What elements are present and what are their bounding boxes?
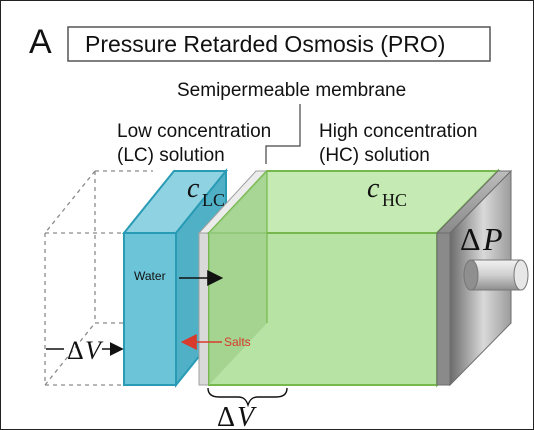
low-concentration-label-line1: Low concentration (117, 121, 271, 142)
high-concentration-label-line2: (HC) solution (319, 145, 430, 166)
delta-p-delta: Δ (460, 221, 481, 257)
water-label: Water (134, 269, 166, 283)
c-lc-label: c LC (187, 173, 225, 210)
c-lc-main: c (187, 173, 200, 204)
c-hc-label: c HC (367, 173, 407, 210)
left-delta-v-delta: Δ (67, 336, 84, 365)
bottom-delta-v: Δ V (217, 402, 257, 430)
membrane-label: Semipermeable membrane (177, 80, 406, 101)
delta-p-var: P (482, 221, 503, 257)
left-delta-v-var: V (85, 336, 104, 365)
delta-p-label: Δ P (460, 221, 503, 257)
bottom-delta-v-var: V (237, 402, 257, 430)
c-lc-subscript: LC (202, 190, 225, 210)
salts-label: Salts (224, 335, 251, 349)
figure-title: Pressure Retarded Osmosis (PRO) (85, 31, 445, 57)
left-delta-v: Δ V (46, 336, 124, 365)
membrane-leader-line (265, 104, 301, 164)
bottom-brace (207, 387, 288, 408)
high-concentration-label-line1: High concentration (319, 121, 477, 142)
panel-letter: A (29, 23, 52, 61)
title-box (67, 26, 491, 62)
c-hc-main: c (367, 173, 380, 204)
low-concentration-label-line2: (LC) solution (117, 145, 225, 166)
piston-rod (463, 259, 529, 291)
bottom-delta-v-delta: Δ (217, 402, 235, 430)
c-hc-subscript: HC (382, 190, 407, 210)
